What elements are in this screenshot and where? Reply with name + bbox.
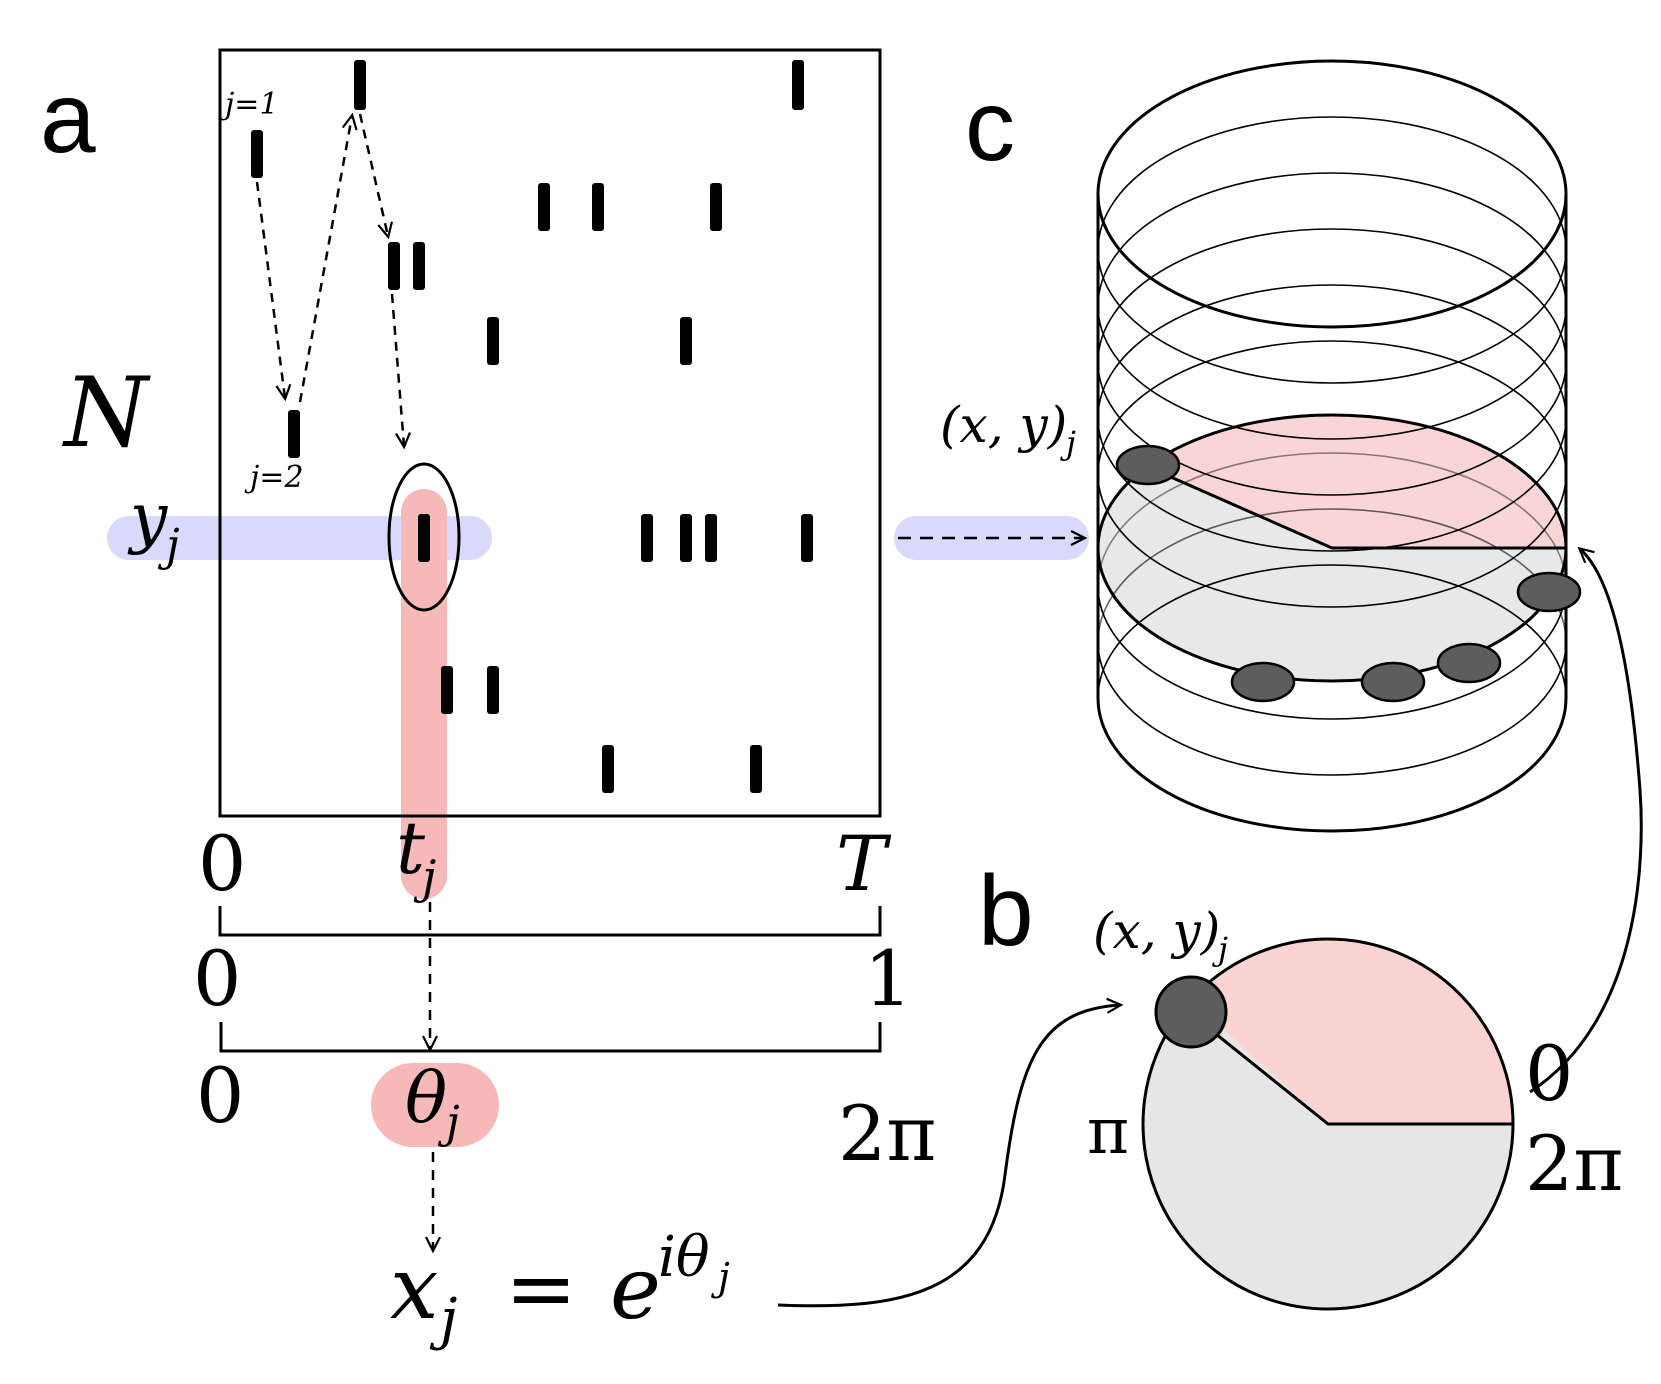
- cylinder-point: [1360, 661, 1426, 703]
- panel-label-a: a: [40, 62, 96, 174]
- spike: [680, 514, 692, 562]
- panel-label-c: c: [965, 70, 1015, 182]
- yj-label: y j: [127, 479, 180, 571]
- spike: [413, 242, 425, 290]
- j1-label: j=1: [219, 87, 279, 122]
- tj-highlight-band: [401, 489, 447, 899]
- dashed-arrow: [390, 293, 411, 450]
- tj-label: t j: [396, 806, 436, 904]
- panel-label-b: b: [978, 855, 1034, 967]
- neuron-axis-label: N: [62, 357, 151, 469]
- unit-scale-bracket: [219, 1022, 882, 1053]
- svg-text:e: e: [610, 1239, 661, 1339]
- spike: [487, 317, 499, 365]
- spike: [705, 514, 717, 562]
- phase-scale-end: 2π: [838, 1089, 936, 1178]
- spike-raster: [251, 60, 813, 793]
- cylinder-point-label: (x, y) j: [940, 396, 1076, 462]
- svg-text:(x, y): (x, y): [940, 396, 1067, 454]
- phase-scale-start: 0: [196, 1051, 244, 1140]
- phase-point: [1154, 975, 1228, 1049]
- cylinder-point: [1115, 444, 1181, 486]
- spike: [251, 130, 263, 178]
- dashed-arrow: [298, 112, 358, 403]
- circle-point-label: (x, y) j: [1093, 902, 1228, 968]
- yj-highlight-band: [107, 516, 492, 560]
- phase-cylinder: [1096, 59, 1582, 833]
- spike: [538, 183, 550, 231]
- circle-label-zero: 0: [1525, 1029, 1573, 1118]
- circle-to-cylinder-arrow: [1529, 546, 1643, 1094]
- phase-sector: [1191, 939, 1513, 1124]
- unit-scale-end: 1: [864, 934, 912, 1023]
- spike: [592, 183, 604, 231]
- spike: [418, 514, 430, 562]
- cylinder-rings-back: [1097, 60, 1567, 475]
- spike-sequence-arrows: [255, 112, 411, 450]
- j2-label: j=2: [244, 460, 304, 495]
- cylinder-point: [1230, 661, 1296, 703]
- svg-text:(x, y): (x, y): [1093, 902, 1220, 960]
- svg-text:x: x: [390, 1239, 439, 1339]
- svg-text:y: y: [127, 479, 168, 556]
- raster-frame: [218, 48, 882, 818]
- phase-circle: [1141, 937, 1515, 1311]
- svg-text:iθ: iθ: [658, 1225, 710, 1290]
- cylinder-rings-front: [1097, 249, 1567, 776]
- circle-label-pi: π: [1087, 1095, 1129, 1169]
- cylinder-point: [1516, 571, 1582, 613]
- circle-label-two-pi: 2π: [1525, 1119, 1623, 1208]
- theta-j-label: θ j: [405, 1057, 460, 1148]
- spike: [801, 514, 813, 562]
- spike: [288, 410, 300, 458]
- cylinder-point: [1436, 642, 1502, 684]
- spike: [388, 242, 400, 290]
- svg-text:=: =: [505, 1239, 577, 1339]
- svg-text:j: j: [711, 1255, 730, 1299]
- cylinder-slice-sector: [1147, 415, 1566, 548]
- cylinder-slice-radii: [1147, 465, 1566, 550]
- cylinder-bottom: [1096, 697, 1568, 833]
- spike: [792, 60, 804, 110]
- phase-formula: x j = e iθ j: [390, 1225, 730, 1352]
- time-scale-bracket: [218, 906, 882, 937]
- formula-to-circle-arrow: [777, 997, 1124, 1308]
- time-axis-start: 0: [198, 819, 246, 908]
- dashed-arrow: [255, 181, 292, 402]
- spike: [750, 745, 762, 793]
- svg-text:θ: θ: [405, 1057, 447, 1139]
- spike: [487, 666, 499, 714]
- spike: [641, 514, 653, 562]
- phase-radius-lines: [1190, 1012, 1513, 1126]
- selected-spike-ellipse: [387, 462, 461, 612]
- unit-scale-start: 0: [193, 934, 241, 1023]
- spike: [441, 666, 453, 714]
- spike: [680, 317, 692, 365]
- spike: [354, 60, 366, 110]
- time-axis-end: T: [836, 819, 892, 908]
- mapping-arrows: [422, 902, 441, 1254]
- spike: [710, 183, 722, 231]
- spike: [602, 745, 614, 793]
- dashed-arrow: [358, 113, 393, 240]
- svg-text:t: t: [396, 806, 426, 890]
- theta-highlight: [371, 1063, 499, 1147]
- cylinder-top: [1096, 59, 1568, 329]
